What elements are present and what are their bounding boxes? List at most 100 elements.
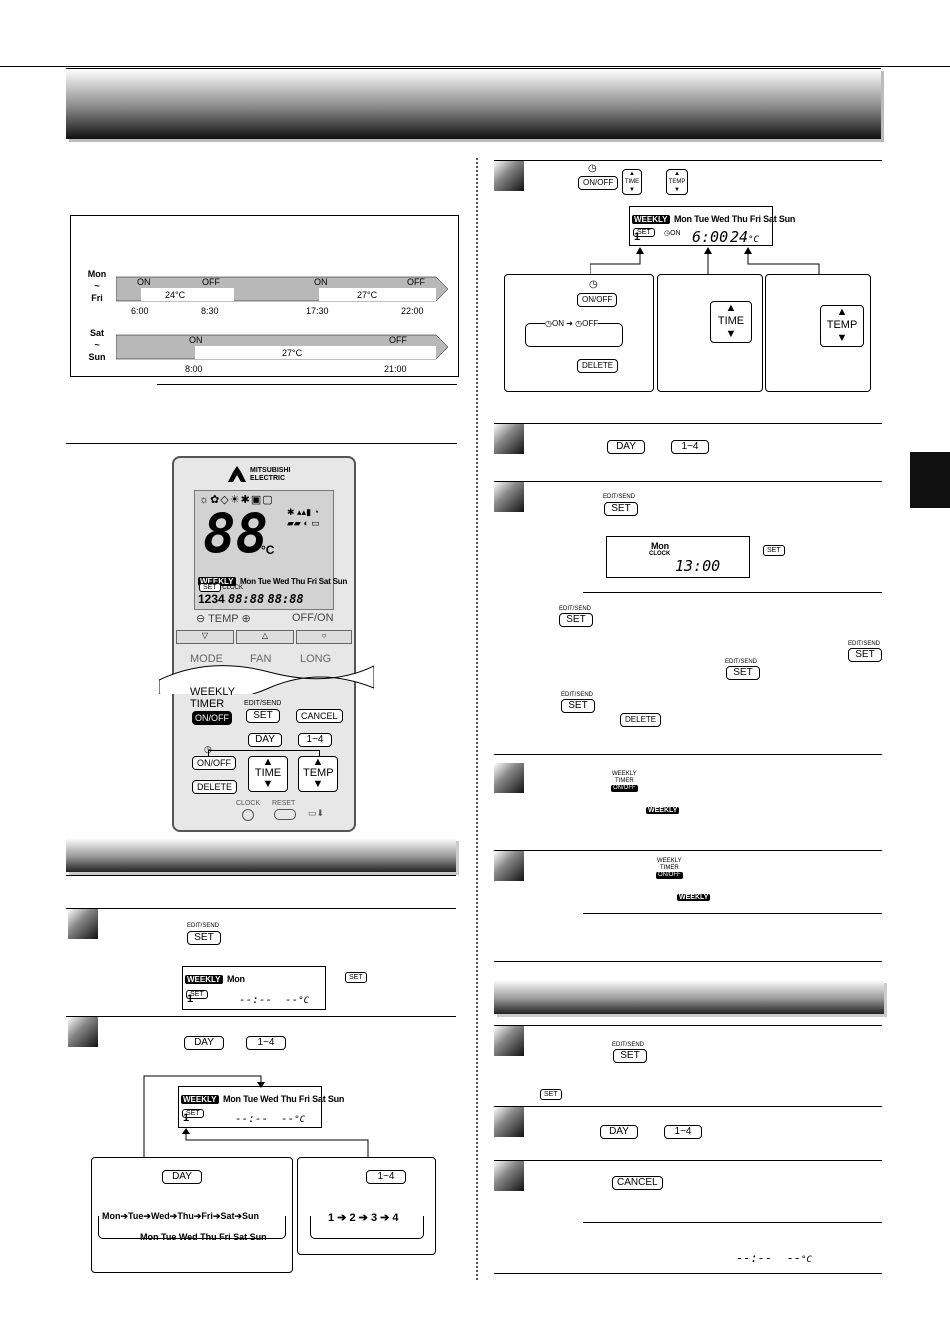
top-rule [0, 66, 950, 67]
day-button[interactable]: DAY [248, 733, 282, 747]
lcd-set-clock: SET CLOCK [199, 583, 243, 592]
step-marker [494, 424, 524, 454]
step-rule [494, 423, 882, 424]
step-rule [494, 1160, 882, 1161]
one-four-button[interactable]: 1~4 [664, 1125, 702, 1139]
step-marker [68, 909, 98, 939]
section-rule [66, 443, 457, 444]
schedule-diagram: Mon ~ Fri ON OFF 24°C ON OFF 27°C 6:00 8… [70, 215, 459, 377]
onoff-button[interactable]: ON/OFF [577, 293, 618, 307]
step-marker [494, 482, 524, 512]
time-button[interactable]: ▲TIME▼ [248, 756, 288, 792]
lcd-bottom-row: 1234 88:88 88:88 [198, 592, 304, 606]
brand-logo-icon [228, 466, 246, 482]
mode-icons: ☼✿◇☀✱▣▢ [199, 494, 274, 506]
day-cycle-list: Mon➔Tue➔Wed➔Thu➔Fri➔Sat➔Sun [102, 1211, 259, 1221]
onoff-button[interactable]: ON/OFF [578, 176, 619, 190]
step-marker [494, 851, 524, 881]
temp-button[interactable]: ▲TEMP▼ [298, 756, 338, 792]
step-rule [66, 1016, 456, 1017]
column-divider [476, 158, 478, 1280]
lcd-temp-unit: °C [261, 543, 275, 557]
lcd-temp-digits: 88 [203, 502, 269, 565]
number-cycle-box: 1~4 1 ➔ 2 ➔ 3 ➔ 4 [297, 1157, 436, 1255]
temp-button[interactable]: ▲TEMP▼ [666, 169, 688, 195]
lcd-display: Mon CLOCK 13:00 [606, 536, 750, 578]
set-button[interactable]: SET [561, 699, 595, 713]
step-marker [494, 1026, 524, 1056]
time-label: 22:00 [401, 306, 424, 316]
time-button[interactable]: ▲TIME▼ [622, 169, 642, 195]
clock-button[interactable] [242, 809, 254, 821]
day-button[interactable]: DAY [607, 440, 645, 454]
onoff-explain-box: ◷ ON/OFF ◷ON ➔ ◷OFF DELETE [504, 274, 654, 392]
delete-button[interactable]: DELETE [192, 780, 238, 794]
section-rule [494, 1273, 882, 1274]
step-marker [494, 1107, 524, 1137]
one-four-button[interactable]: 1~4 [298, 733, 332, 747]
set-button[interactable]: SET [559, 613, 593, 627]
time-label: 17:30 [306, 306, 329, 316]
long-button[interactable]: LONG [300, 653, 332, 665]
reset-button[interactable] [274, 809, 296, 820]
fan-button[interactable]: FAN [250, 653, 272, 665]
edit-send-tag: EDIT/SEND [848, 641, 881, 647]
edit-send-tag: EDIT/SEND [603, 494, 636, 500]
step-rule [494, 1106, 882, 1107]
cancel-button[interactable]: CANCEL [612, 1176, 663, 1190]
remote-lcd: ☼✿◇☀✱▣▢ 88 °C ✱ ▴▴▮ ◔ ▰▰ ◐ ▭ WEEKLY Mon … [194, 490, 347, 610]
set-button[interactable]: SET [246, 709, 280, 723]
left-section-bar [66, 838, 456, 872]
time-label: 21:00 [384, 364, 407, 374]
section-rule [494, 961, 882, 962]
note-rule [583, 913, 882, 914]
edit-send-tag: EDIT/SEND [725, 659, 758, 665]
clock-icon: ◷ [204, 744, 212, 754]
time-label: 8:30 [201, 306, 219, 316]
step-marker [494, 763, 524, 793]
step-rule [494, 160, 882, 161]
set-button[interactable]: SET [604, 502, 638, 516]
bar1-on-label: ON [137, 277, 151, 287]
bar2-temp: 27°C [357, 290, 378, 300]
one-four-button[interactable]: 1~4 [246, 1036, 286, 1050]
day-button[interactable]: DAY [600, 1125, 638, 1139]
cancel-button[interactable]: CANCEL [296, 709, 343, 723]
number-cycle-list: 1 ➔ 2 ➔ 3 ➔ 4 [328, 1212, 399, 1224]
set-button[interactable]: SET [848, 648, 882, 662]
bar3-on-label: ON [189, 335, 203, 345]
mode-button[interactable]: MODE [190, 653, 223, 665]
day-button[interactable]: DAY [162, 1170, 202, 1184]
lcd-days-row: WEEKLY Mon Tue Wed Thu Fri Sat Sun [198, 577, 348, 586]
right-section-bar [494, 980, 884, 1014]
edit-send-tag: EDIT/SEND [187, 923, 220, 929]
time-label: 8:00 [185, 364, 203, 374]
set-button-icon: SET [763, 545, 785, 556]
day-button[interactable]: DAY [184, 1036, 224, 1050]
step-rule [494, 1025, 882, 1026]
temp-down-button[interactable]: ▽ [176, 630, 234, 644]
edit-send-tag: EDIT/SEND [612, 1042, 645, 1048]
weekly-onoff-button[interactable]: ON/OFF [192, 711, 232, 725]
connector-arrows [590, 247, 820, 274]
time-explain-box: ▲TIME▼ [657, 274, 763, 392]
one-four-button[interactable]: 1~4 [671, 440, 709, 454]
cleared-display: --:-- --°C [736, 1251, 812, 1265]
set-button[interactable]: SET [613, 1049, 647, 1063]
power-button[interactable]: ○ [296, 630, 352, 644]
one-four-button[interactable]: 1~4 [366, 1170, 406, 1184]
delete-button[interactable]: DELETE [577, 359, 619, 373]
temp-button[interactable]: ▲TEMP▼ [820, 305, 864, 347]
edit-send-label: EDIT/SEND [244, 700, 282, 707]
delete-button[interactable]: DELETE [620, 713, 662, 727]
timer-onoff-button[interactable]: ON/OFF [192, 756, 236, 770]
time-button[interactable]: ▲TIME▼ [710, 301, 752, 343]
set-button[interactable]: SET [187, 931, 221, 945]
set-button[interactable]: SET [726, 666, 760, 680]
weekend-range-label: Sat ~ Sun [88, 328, 106, 362]
temp-up-button[interactable]: △ [236, 630, 294, 644]
